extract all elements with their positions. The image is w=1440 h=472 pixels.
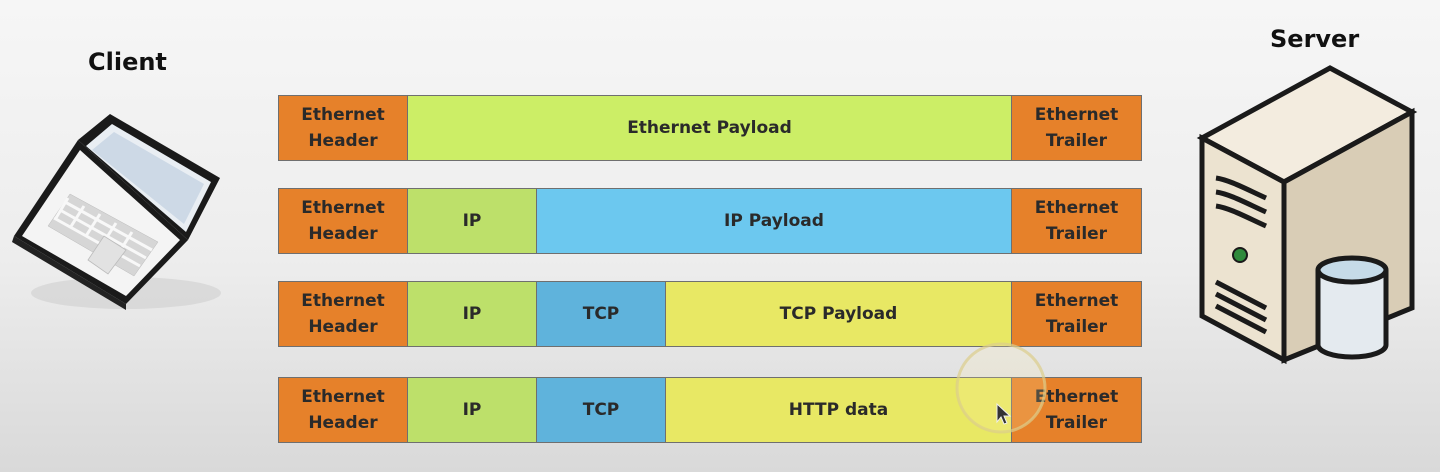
ethernet-trailer-cell: Ethernet Trailer	[1012, 188, 1142, 254]
ip-payload-cell: IP Payload	[537, 188, 1012, 254]
ethernet-trailer-cell: Ethernet Trailer	[1012, 377, 1142, 443]
http-data-row: Ethernet Header IP TCP HTTP data Etherne…	[278, 377, 1142, 443]
laptop-icon	[12, 114, 221, 310]
mouse-cursor-icon	[955, 342, 1047, 434]
server-label: Server	[1270, 25, 1360, 53]
server-tower-icon	[1196, 65, 1418, 365]
tcp-segment-row: Ethernet Header IP TCP TCP Payload Ether…	[278, 281, 1142, 347]
ethernet-trailer-cell: Ethernet Trailer	[1012, 95, 1142, 161]
ethernet-payload-cell: Ethernet Payload	[408, 95, 1012, 161]
ethernet-trailer-cell: Ethernet Trailer	[1012, 281, 1142, 347]
ethernet-header-cell: Ethernet Header	[278, 281, 408, 347]
ip-header-cell: IP	[408, 188, 537, 254]
tcp-payload-cell: TCP Payload	[666, 281, 1012, 347]
tcp-header-cell: TCP	[537, 377, 666, 443]
ip-header-cell: IP	[408, 281, 537, 347]
ethernet-header-cell: Ethernet Header	[278, 188, 408, 254]
ip-header-cell: IP	[408, 377, 537, 443]
tcp-header-cell: TCP	[537, 281, 666, 347]
client-label: Client	[88, 48, 167, 76]
ip-packet-row: Ethernet Header IP IP Payload Ethernet T…	[278, 188, 1142, 254]
ethernet-frame-row: Ethernet Header Ethernet Payload Etherne…	[278, 95, 1142, 161]
ethernet-header-cell: Ethernet Header	[278, 95, 408, 161]
http-data-cell: HTTP data	[666, 377, 1012, 443]
ethernet-header-cell: Ethernet Header	[278, 377, 408, 443]
